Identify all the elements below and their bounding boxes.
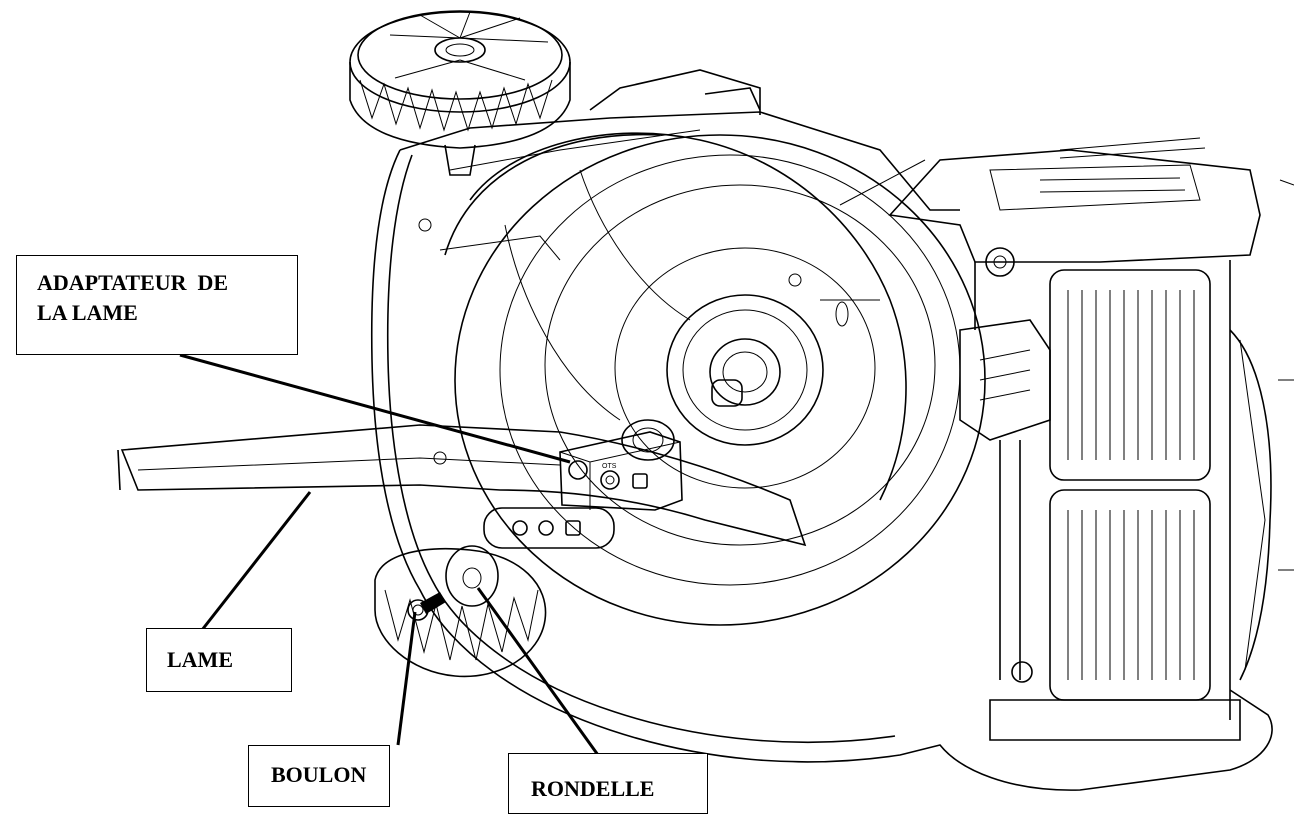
front-wheel [374, 547, 547, 678]
deck-body [370, 69, 1273, 791]
label-blade-text: LAME [167, 647, 233, 672]
label-blade-adapter-line2: LA LAME [37, 300, 138, 325]
blade-housing [444, 132, 986, 626]
blade [117, 424, 807, 549]
label-blade-adapter-line1: ADAPTATEUR DE [37, 270, 229, 295]
washer [445, 545, 499, 607]
adapter-marking: OTS [602, 463, 617, 470]
label-blade: LAME [146, 628, 292, 692]
leader-adaptateur [179, 353, 571, 464]
label-washer: RONDELLE [508, 753, 708, 814]
label-washer-text: RONDELLE [531, 776, 655, 801]
leader-rondelle [476, 587, 600, 756]
label-bolt-text: BOULON [271, 762, 367, 787]
motor-assembly [888, 149, 1272, 741]
blade-adapter: OTS [559, 419, 683, 511]
handle-edge [1059, 137, 1294, 571]
leader-boulon [396, 611, 417, 746]
label-blade-adapter: ADAPTATEUR DE LA LAME [16, 255, 298, 355]
label-bolt: BOULON [248, 745, 390, 807]
leader-lame [200, 491, 312, 631]
rear-wheel [349, 10, 571, 176]
